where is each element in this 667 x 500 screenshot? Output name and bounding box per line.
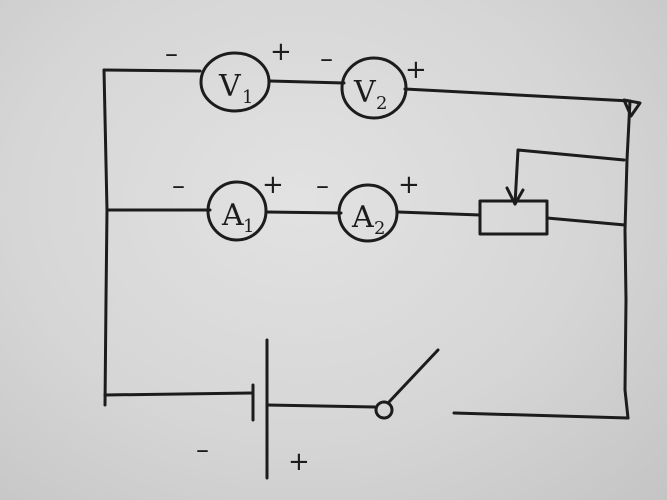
top-wire-right — [403, 87, 632, 103]
right-wire — [623, 99, 632, 420]
bottom-wire-right — [452, 411, 630, 420]
switch — [374, 348, 440, 420]
ammeter-a2-negative-sign: – — [316, 171, 329, 201]
voltmeter-v1-positive-sign: + — [270, 37, 292, 67]
left-wire — [102, 68, 109, 407]
wire-a2-rheostat — [396, 210, 482, 217]
rheostat-right-lead — [545, 216, 627, 227]
bottom-wire-left — [103, 391, 254, 397]
voltmeter-v1: V 1 – + — [165, 37, 292, 113]
ammeter-a2: A 2 – + — [316, 170, 420, 243]
rheostat — [478, 148, 627, 236]
voltmeter-v2-subscript: 2 — [376, 93, 387, 114]
ammeter-a1-subscript: 1 — [243, 216, 254, 237]
wire-battery-switch — [265, 403, 377, 409]
ammeter-a2-positive-sign: + — [398, 170, 420, 200]
switch-lever — [387, 348, 440, 404]
voltmeter-v1-letter: V — [218, 69, 242, 104]
ammeter-a2-letter: A — [351, 200, 374, 235]
top-wire-left — [102, 68, 202, 73]
voltmeter-v2-positive-sign: + — [405, 55, 427, 85]
voltmeter-v1-subscript: 1 — [242, 87, 253, 108]
battery-negative-sign: – — [196, 435, 209, 465]
voltmeter-v1-negative-sign: – — [165, 39, 178, 69]
battery-positive-sign: + — [288, 447, 310, 477]
ammeter-a1-letter: A — [221, 198, 244, 233]
corner-arrow-mark — [622, 98, 642, 118]
rheostat-slider-wire — [513, 148, 626, 206]
rheostat-arrow-icon — [505, 186, 525, 206]
ammeter-a1-negative-sign: – — [172, 171, 185, 201]
voltmeter-v2-negative-sign: – — [320, 44, 333, 74]
voltmeter-v2-letter: V — [353, 75, 377, 110]
wire-v1-v2 — [268, 79, 346, 85]
ammeter-a1-positive-sign: + — [262, 170, 284, 200]
voltmeter-v2: V 2 – + — [320, 44, 427, 120]
switch-pivot — [374, 400, 394, 420]
wire-a1-a2 — [264, 210, 343, 215]
ammeter-a2-subscript: 2 — [374, 218, 385, 239]
ammeter-a1: A 1 – + — [172, 170, 284, 242]
battery: – + — [196, 338, 310, 480]
